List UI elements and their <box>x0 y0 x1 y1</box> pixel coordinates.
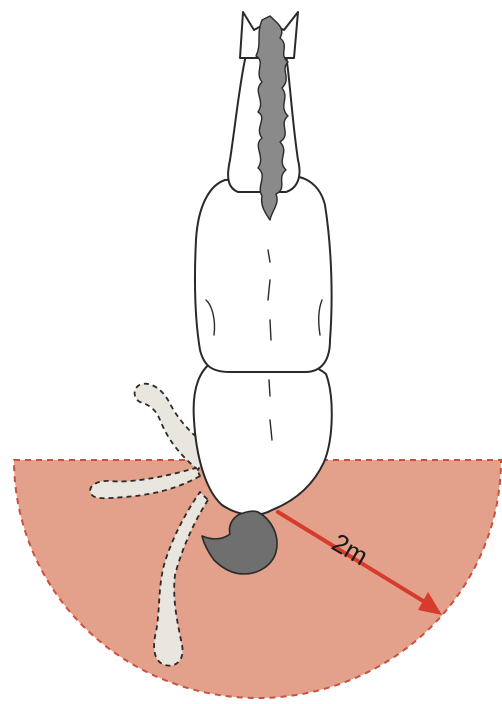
horse-kick-zone-diagram: 2m <box>0 0 502 704</box>
